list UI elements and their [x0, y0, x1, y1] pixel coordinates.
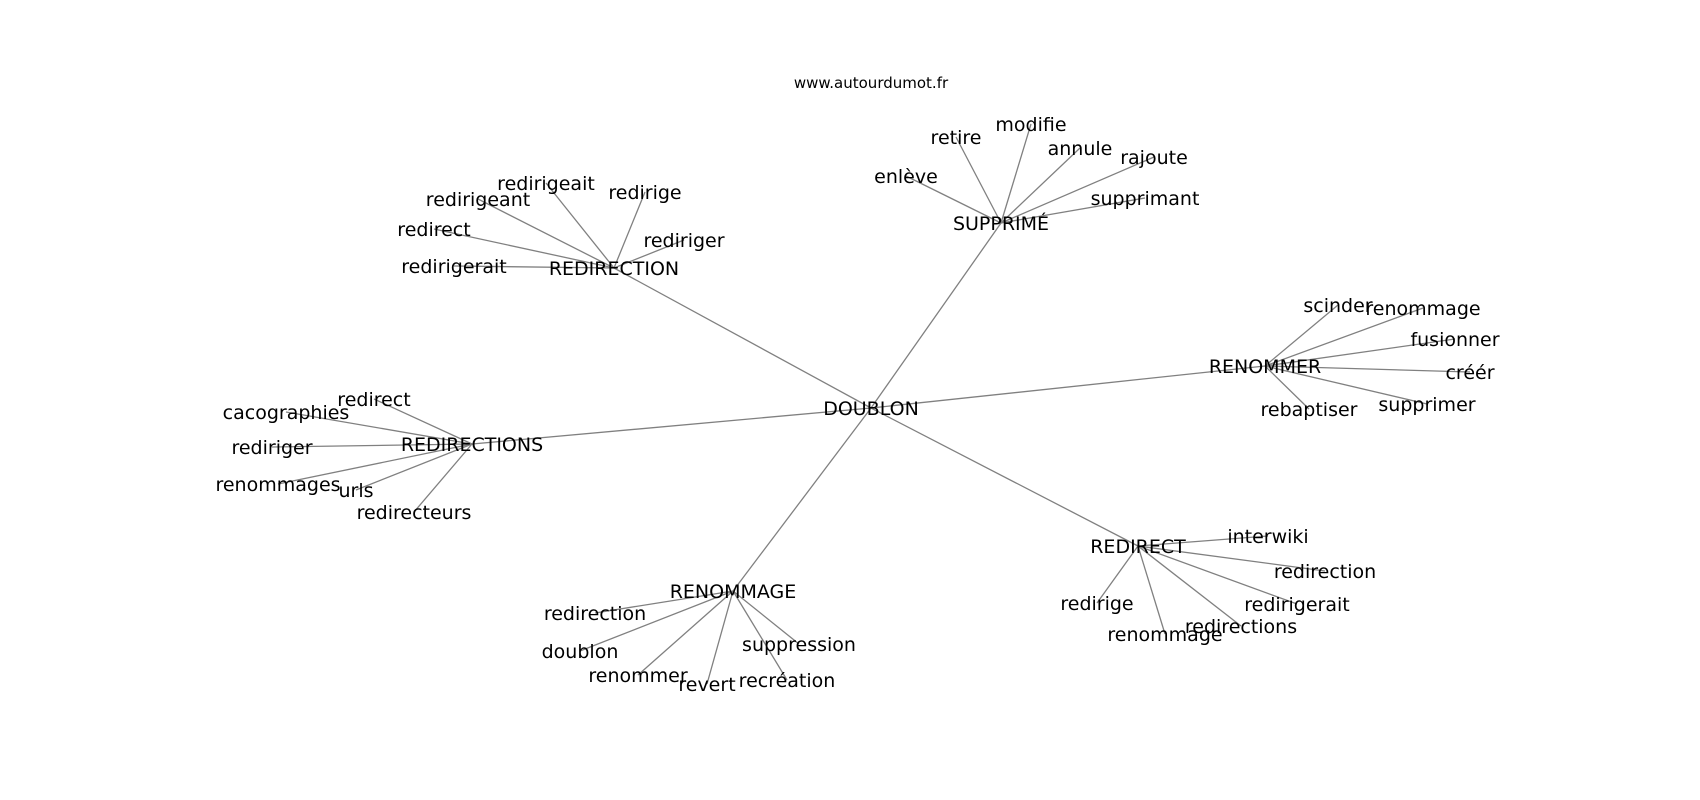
word-node-label: doublon: [542, 641, 619, 663]
hub-to-word-edge: [271, 443, 473, 448]
hub-to-word-edge: [1137, 535, 1269, 547]
hub-to-word-edge: [579, 590, 734, 652]
word-node-label: renommages: [215, 474, 340, 496]
word-node-label: redirect: [337, 389, 410, 411]
hub-to-word-edge: [545, 182, 615, 269]
word-node-label: fusionner: [1410, 329, 1499, 351]
hub-to-word-edge: [1137, 545, 1298, 605]
word-node-label: modifie: [995, 114, 1066, 136]
center-to-hub-edge: [870, 222, 1002, 409]
center-to-hub-edge: [732, 407, 872, 592]
center-to-hub-edge: [471, 407, 872, 445]
word-node-label: redirigeait: [497, 173, 595, 195]
graph-edges: [271, 123, 1471, 685]
center-node-label: DOUBLON: [823, 398, 919, 420]
word-node-label: renommer: [588, 665, 687, 687]
word-node-label: recréation: [739, 670, 836, 692]
hub-to-word-edge: [1264, 365, 1310, 410]
word-node-label: rediriger: [231, 437, 312, 459]
hub-to-word-edge: [1264, 338, 1456, 367]
word-node-label: redirige: [1060, 593, 1133, 615]
hub-to-word-edge: [373, 398, 473, 445]
word-node-label: cacographies: [223, 402, 350, 424]
word-node-label: rajoute: [1120, 147, 1188, 169]
word-node-label: redirecteurs: [357, 502, 472, 524]
hub-to-word-edge: [613, 239, 685, 269]
word-node-label: redirections: [1185, 616, 1297, 638]
word-node-label: redirige: [608, 182, 681, 204]
hub-to-word-edge: [955, 136, 1002, 224]
word-node-label: renommage: [1365, 298, 1480, 320]
hub-to-word-edge: [433, 228, 615, 269]
word-node-label: redirection: [1274, 561, 1376, 583]
hub-to-word-edge: [637, 590, 734, 676]
graph-labels: www.autourdumot.fr DOUBLON SUPPRIMÉ enlève…: [215, 74, 1499, 696]
hub-to-word-edge: [1264, 365, 1428, 405]
word-node-label: redirigerait: [401, 256, 506, 278]
word-node-label: urls: [338, 480, 373, 502]
hub-to-word-edge: [613, 191, 646, 269]
word-node-label: redirigeant: [426, 189, 530, 211]
hub-node-label: REDIRECT: [1090, 536, 1186, 558]
hub-to-word-edge: [905, 175, 1002, 224]
word-node-label: supprimer: [1378, 394, 1475, 416]
center-to-hub-edge: [870, 365, 1266, 409]
hub-to-word-edge: [355, 443, 473, 491]
site-url-label: www.autourdumot.fr: [794, 74, 949, 92]
hub-node-label: SUPPRIMÉ: [953, 212, 1049, 235]
word-node-label: redirection: [544, 603, 646, 625]
hub-to-word-edge: [732, 590, 800, 645]
hub-to-word-edge: [1264, 307, 1424, 367]
center-to-hub-edge: [613, 267, 872, 409]
hub-to-word-edge: [706, 590, 734, 685]
hub-to-word-edge: [732, 590, 788, 681]
hub-to-word-edge: [1000, 197, 1146, 224]
hub-to-word-edge: [1264, 304, 1339, 367]
hub-to-word-edge: [1264, 365, 1471, 373]
word-node-label: créér: [1445, 362, 1494, 384]
hub-to-word-edge: [277, 443, 473, 485]
word-node-label: scinder: [1303, 295, 1372, 317]
hub-to-word-edge: [1137, 545, 1166, 635]
word-node-label: interwiki: [1227, 526, 1308, 548]
word-node-label: revert: [678, 674, 735, 696]
hub-to-word-edge: [477, 198, 615, 269]
word-node-label: annule: [1048, 138, 1113, 160]
word-node-label: enlève: [874, 166, 938, 188]
hub-to-word-edge: [1000, 147, 1081, 224]
hub-to-word-edge: [1137, 545, 1242, 627]
hub-to-word-edge: [1000, 156, 1155, 224]
hub-to-word-edge: [413, 443, 473, 513]
hub-to-word-edge: [285, 411, 473, 445]
word-node-label: renommage: [1107, 624, 1222, 646]
hub-to-word-edge: [1137, 545, 1326, 572]
word-node-label: supprimant: [1091, 188, 1200, 210]
center-to-hub-edge: [870, 407, 1139, 547]
word-node-label: retire: [931, 127, 982, 149]
hub-node-label: REDIRECTION: [549, 258, 679, 280]
word-node-label: rebaptiser: [1261, 399, 1358, 421]
hub-to-word-edge: [453, 265, 615, 269]
word-node-label: rediriger: [643, 230, 724, 252]
hub-node-label: REDIRECTIONS: [401, 434, 543, 456]
hub-to-word-edge: [1096, 545, 1139, 604]
word-node-label: redirigerait: [1244, 594, 1349, 616]
hub-to-word-edge: [594, 590, 734, 614]
hub-to-word-edge: [1000, 123, 1032, 224]
word-node-label: suppression: [742, 634, 856, 656]
hub-node-label: RENOMMAGE: [670, 581, 797, 603]
word-node-label: redirect: [397, 219, 470, 241]
hub-node-label: RENOMMER: [1209, 356, 1321, 378]
